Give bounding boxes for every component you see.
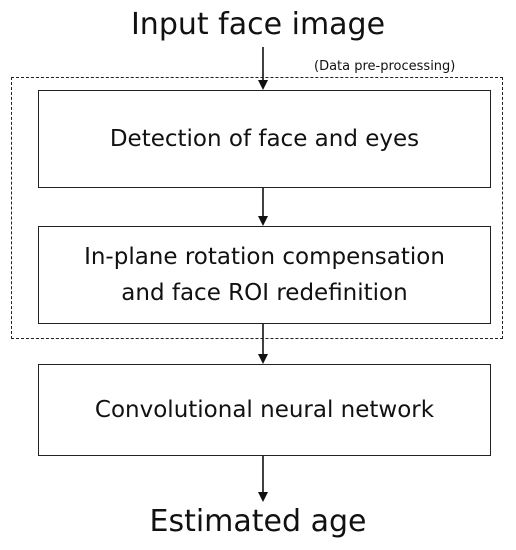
step-box-cnn: Convolutional neural network (38, 364, 491, 456)
step-box-detection: Detection of face and eyes (38, 90, 491, 188)
output-label: Estimated age (149, 504, 367, 539)
input-label: Input face image (130, 7, 386, 42)
preprocessing-group-label: (Data pre-processing) (314, 59, 456, 74)
step-label-rotation-line2: and face ROI redefinition (121, 280, 408, 306)
step-label-rotation-line1: In-plane rotation compensation (84, 244, 445, 270)
step-box-rotation: In-plane rotation compensation and face … (38, 226, 491, 324)
preprocessing-group (11, 77, 503, 339)
step-label-cnn: Convolutional neural network (94, 397, 435, 423)
step-label-detection: Detection of face and eyes (109, 126, 420, 152)
